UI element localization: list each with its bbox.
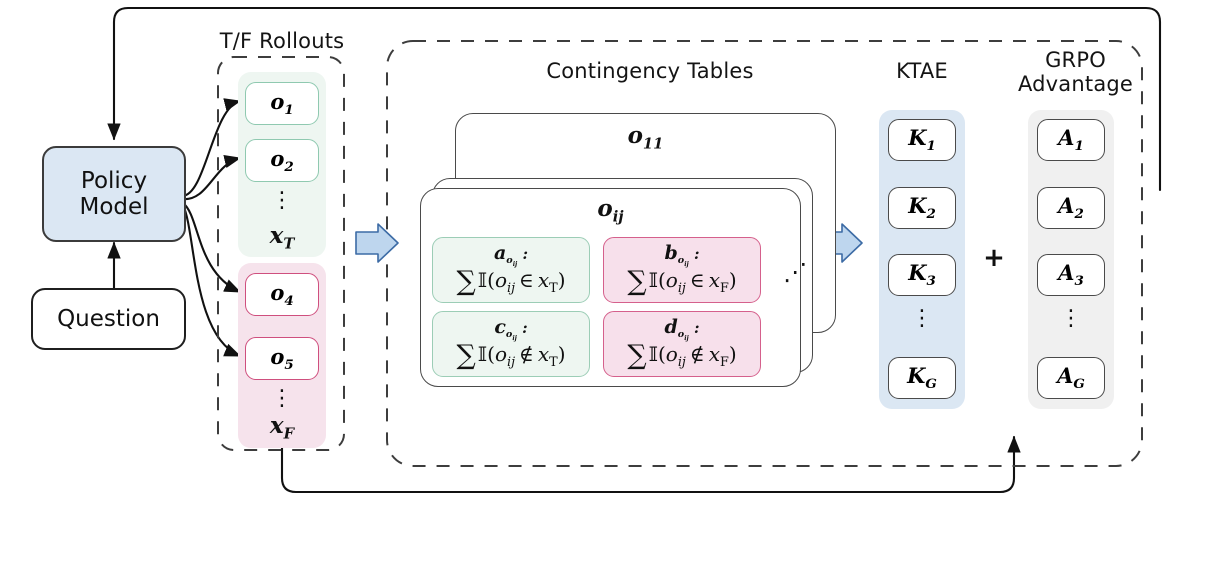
cell-b-body: ∑ 𝕀(oij ∈ xF)	[627, 266, 737, 297]
cell-a-head: aoij :	[493, 241, 529, 268]
true-band-label-base: x	[269, 222, 284, 249]
grpo-title-line1: GRPO	[1045, 48, 1106, 72]
grpo-box-aG[interactable]: AG	[1037, 357, 1105, 399]
contingency-stack-dots: ⋰	[783, 258, 807, 286]
card-back-label-base: o	[627, 122, 643, 149]
grpo-a3-sub: 3	[1074, 273, 1084, 290]
cell-c-body: ∑ 𝕀(oij ∉ xT)	[456, 340, 566, 371]
contingency-card-back-label: o11	[456, 122, 835, 153]
false-band-vertical-dots: ⋮	[271, 386, 293, 411]
ktae-kG-base: K	[907, 363, 926, 389]
grpo-aG-base: A	[1057, 363, 1074, 389]
ktae-column-dots: ⋮	[911, 306, 933, 331]
rollout-o4-sub: 4	[284, 293, 294, 310]
contingency-cell-b[interactable]: boij : ∑ 𝕀(oij ∈ xF)	[603, 237, 761, 303]
ktae-box-kG[interactable]: KG	[888, 357, 956, 399]
question-label: Question	[57, 306, 160, 332]
rollout-o5-sub: 5	[284, 357, 294, 374]
false-band-label-sub: F	[283, 425, 295, 443]
cell-c-head-base: c	[494, 315, 506, 338]
rollout-o2-sub: 2	[284, 159, 294, 176]
feedback-bottom-path	[280, 435, 1021, 494]
policy-model-label-line2: Model	[79, 194, 149, 220]
rollout-box-o5[interactable]: o5	[245, 337, 319, 380]
card-back-label-sub: 11	[642, 135, 664, 153]
policy-to-o4-path	[181, 201, 242, 294]
grpo-title-line2: Advantage	[1017, 71, 1134, 96]
ktae-k1-base: K	[908, 125, 927, 151]
ktae-k3-base: K	[908, 260, 927, 286]
contingency-cell-a[interactable]: aoij : ∑ 𝕀(oij ∈ xT)	[432, 237, 590, 303]
cell-a-body: ∑ 𝕀(oij ∈ xT)	[456, 266, 566, 297]
contingency-cell-c[interactable]: coij : ∑ 𝕀(oij ∉ xT)	[432, 311, 590, 377]
cell-b-head: boij :	[664, 241, 700, 268]
ktae-box-k1[interactable]: K1	[888, 119, 956, 161]
grpo-advantage-title: GRPO Advantage	[1003, 48, 1148, 96]
policy-to-o1-path	[180, 98, 242, 198]
ktae-box-k2[interactable]: K2	[888, 187, 956, 229]
ktae-k2-base: K	[908, 193, 927, 219]
ktae-kG-sub: G	[925, 376, 937, 393]
plus-operator: +	[983, 243, 1005, 273]
grpo-aG-sub: G	[1073, 376, 1085, 393]
cell-c-head: coij :	[494, 315, 528, 342]
rollout-o5-base: o	[270, 343, 285, 369]
grpo-a2-sub: 2	[1074, 206, 1084, 223]
policy-model-node[interactable]: Policy Model	[42, 146, 186, 242]
policy-model-label-line1: Policy	[80, 167, 148, 194]
false-band-label-base: x	[269, 412, 284, 439]
ktae-k2-sub: 2	[926, 206, 936, 223]
card-front-label-sub: ij	[612, 208, 624, 226]
rollout-box-o4[interactable]: o4	[245, 273, 319, 316]
cell-b-colon: :	[693, 244, 700, 263]
grpo-box-a1[interactable]: A1	[1037, 119, 1105, 161]
policy-to-o2-path	[180, 154, 242, 201]
contingency-cell-d[interactable]: doij : ∑ 𝕀(oij ∉ xF)	[603, 311, 761, 377]
ktae-k3-sub: 3	[926, 273, 936, 290]
cell-a-colon: :	[522, 244, 529, 263]
rollout-o4-base: o	[270, 279, 285, 305]
cell-d-head-base: d	[664, 315, 678, 338]
cell-d-body: ∑ 𝕀(oij ∉ xF)	[627, 340, 737, 371]
ktae-k1-sub: 1	[926, 138, 936, 155]
cell-a-head-base: a	[493, 241, 507, 264]
grpo-a1-base: A	[1058, 125, 1075, 151]
rollouts-title: T/F Rollouts	[219, 29, 345, 53]
card-front-label-base: o	[597, 195, 613, 222]
cell-d-head: doij :	[664, 315, 700, 342]
cell-b-head-base: b	[664, 241, 678, 264]
policy-to-o5-path	[181, 203, 242, 358]
grpo-a1-sub: 1	[1074, 138, 1084, 155]
grpo-box-a3[interactable]: A3	[1037, 254, 1105, 296]
contingency-card-front-label: oij	[421, 195, 800, 226]
grpo-a3-base: A	[1058, 260, 1075, 286]
rollout-box-o1[interactable]: o1	[245, 82, 319, 125]
blue-arrow-rollouts-to-tables	[355, 223, 399, 263]
grpo-column-dots: ⋮	[1060, 306, 1082, 331]
grpo-box-a2[interactable]: A2	[1037, 187, 1105, 229]
false-band-label: xF	[238, 412, 326, 443]
rollout-o1-sub: 1	[284, 102, 294, 119]
true-band-label-sub: T	[283, 235, 295, 253]
ktae-box-k3[interactable]: K3	[888, 254, 956, 296]
true-band-vertical-dots: ⋮	[271, 188, 293, 213]
ktae-title: KTAE	[896, 59, 948, 83]
grpo-a2-base: A	[1058, 193, 1075, 219]
rollout-o2-base: o	[270, 145, 285, 171]
cell-c-colon: :	[522, 318, 528, 337]
rollout-o1-base: o	[270, 88, 285, 114]
true-band-label: xT	[238, 222, 326, 253]
question-node[interactable]: Question	[31, 288, 186, 350]
rollout-box-o2[interactable]: o2	[245, 139, 319, 182]
cell-d-colon: :	[693, 318, 700, 337]
contingency-tables-title: Contingency Tables	[546, 59, 754, 83]
